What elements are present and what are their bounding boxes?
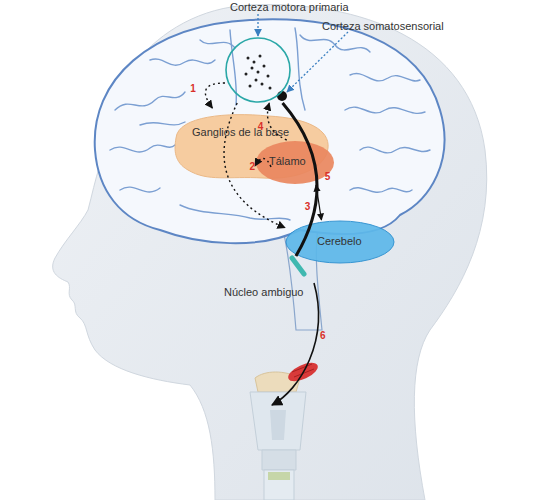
cerebellum: Cerebelo [285,220,395,264]
cortex-neurons [245,55,272,90]
brain-gyri [110,28,430,220]
node-label: Ganglios de la base [192,126,289,139]
node-label: Tálamo [269,155,306,168]
cortex-circle-shape [225,37,291,103]
cortex-circle: Corteza motora primaria [225,37,291,103]
region-label: Corteza somatosensorial [322,20,444,33]
thalamus: Tálamo [255,140,335,185]
cortex-circle-outline [226,38,290,102]
callout-number: 5 [325,171,331,182]
pathway-connector [316,185,321,220]
callout-number: 6 [320,330,326,341]
cerebellum-outline [286,221,394,263]
node-label: Núcleo ambiguo [224,286,304,299]
nucleus-ambiguus-outline [292,258,304,274]
leader-line [287,32,348,92]
motor-nerve-line [272,283,318,405]
callout-number: 2 [249,161,255,172]
brain-outline [95,19,445,243]
callout-number: 3 [305,201,311,212]
head-silhouette [53,5,487,500]
larynx-illustration [250,372,306,500]
callout-number: 1 [190,83,196,94]
callout-number: 4 [258,121,264,132]
leader-line [257,14,258,36]
node-label: Cerebelo [317,235,362,248]
node-label: Corteza motora primaria [230,1,349,14]
nucleus-ambiguus: Núcleo ambiguo [222,256,317,300]
somatosensory-dot [277,91,287,101]
pathway-connector [205,83,225,108]
thalamus-outline [256,141,334,184]
